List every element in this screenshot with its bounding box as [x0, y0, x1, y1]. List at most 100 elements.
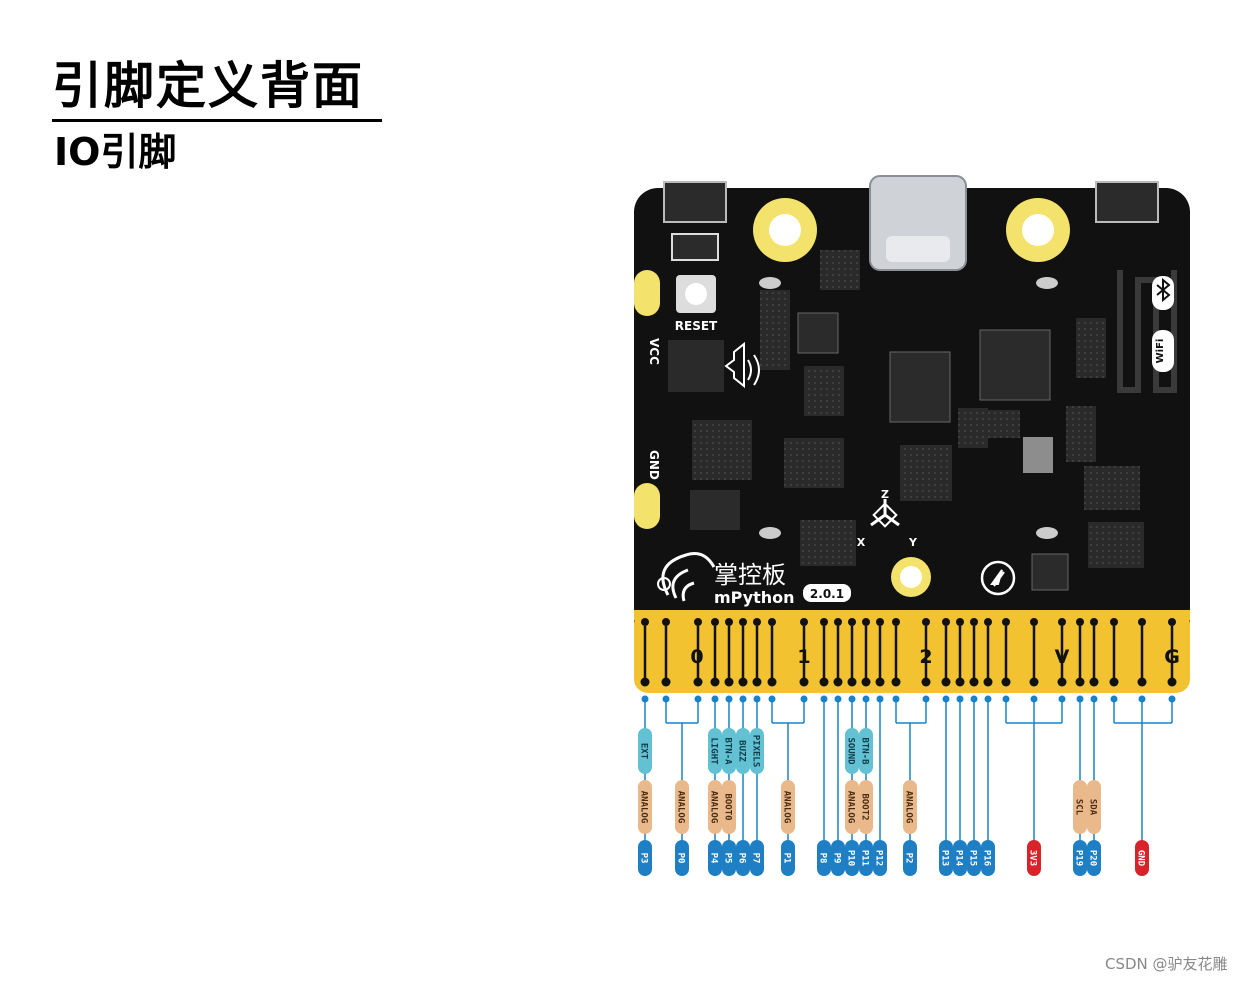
svg-text:3V3: 3V3: [1028, 850, 1038, 866]
svg-text:BTN-A: BTN-A: [723, 737, 733, 765]
analog-tag-p20: SDA: [1087, 780, 1101, 834]
buzzer: [668, 340, 724, 392]
gnd-pad: [634, 483, 660, 529]
pin-tag-p12: P12: [873, 840, 887, 876]
edge-contact: [640, 677, 650, 687]
pin-tags: EXT ANALOG P3 ANALOG P0 LIGHT ANALOG P4 BTN-A BOO…: [638, 728, 1149, 876]
page-title: 引脚定义背面: [52, 57, 364, 115]
svg-text:P6: P6: [737, 853, 747, 864]
edge-contact: [833, 677, 843, 687]
svg-text:P1: P1: [782, 853, 792, 864]
pin-tag-p8: P8: [817, 840, 831, 876]
edge-contact: [819, 677, 829, 687]
title-underline: [52, 119, 382, 122]
watermark: CSDN @驴友花雕: [1105, 955, 1228, 973]
pin-tag-p7: P7: [750, 840, 764, 876]
pin-tag-p15: P15: [967, 840, 981, 876]
board: RESET VCC GND: [634, 175, 1190, 693]
analog-tag-p11: BOOT2: [859, 780, 873, 834]
edge-contact: [752, 677, 762, 687]
brand-en: mPython: [714, 588, 795, 607]
svg-text:P9: P9: [832, 853, 842, 864]
pin-tag-p11: P11: [859, 840, 873, 876]
pin-tag-p3: P3: [638, 840, 652, 876]
edge-contact: [799, 677, 809, 687]
svg-text:ANALOG: ANALOG: [782, 791, 792, 824]
svg-text:P4: P4: [709, 853, 719, 864]
edge-fingers: [640, 618, 1177, 687]
svg-text:PIXELS: PIXELS: [751, 735, 761, 768]
edge-contact: [1075, 677, 1085, 687]
edge-contact: [724, 677, 734, 687]
svg-text:BOOT2: BOOT2: [860, 793, 870, 820]
pin-tag-p13: P13: [939, 840, 953, 876]
svg-text:P11: P11: [860, 850, 870, 866]
svg-text:EXT: EXT: [639, 743, 649, 760]
edge-contact: [941, 677, 951, 687]
svg-text:P3: P3: [639, 853, 649, 864]
edge-label-v: V: [1055, 646, 1070, 668]
svg-text:P13: P13: [940, 850, 950, 866]
wifi-icon: WiFi: [1155, 339, 1166, 364]
pin-tag-p0: P0: [675, 840, 689, 876]
vcc-label: VCC: [647, 338, 661, 365]
edge-contact: [1029, 677, 1039, 687]
analog-tag-p4: ANALOG: [708, 780, 722, 834]
chip-magnetometer: [1031, 553, 1069, 591]
analog-tag-p3: ANALOG: [638, 780, 652, 834]
pin-tag-p2: P2: [903, 840, 917, 876]
edge-contact: [767, 677, 777, 687]
edge-contact: [661, 677, 671, 687]
wifi-badge: [1152, 330, 1174, 372]
edge-contact: [875, 677, 885, 687]
edge-label-g: G: [1164, 646, 1180, 668]
pin-tag-p1: P1: [781, 840, 795, 876]
edge-contact: [955, 677, 965, 687]
svg-text:SOUND: SOUND: [846, 737, 856, 765]
pin-tag-p10: P10: [845, 840, 859, 876]
edge-contact: [1057, 677, 1067, 687]
func-tag-p11: BTN-B: [859, 728, 873, 774]
chip-flash: [889, 351, 951, 423]
edge-contact: [921, 677, 931, 687]
svg-text:P8: P8: [818, 853, 828, 864]
edge-contact: [969, 677, 979, 687]
antenna: [1117, 270, 1177, 393]
func-tag-p3: EXT: [638, 728, 652, 774]
brand-cn: 掌控板: [714, 561, 786, 589]
vcc-pad: [634, 270, 660, 316]
mount-hole-left: [753, 198, 817, 262]
speaker-icon: [724, 341, 760, 389]
accelerometer-icon: [870, 499, 900, 528]
chip-ch340: [797, 312, 839, 354]
mpython-logo: [657, 552, 716, 602]
edge-label-1: 1: [797, 646, 810, 668]
svg-text:P19: P19: [1074, 850, 1084, 866]
edge-contact: [1109, 677, 1119, 687]
svg-text:P7: P7: [751, 853, 761, 864]
svg-text:ANALOG: ANALOG: [846, 791, 856, 824]
edge-contact: [710, 677, 720, 687]
chip-esp32: [979, 329, 1051, 401]
pin-tag-p4: P4: [708, 840, 722, 876]
pin-tag-p16: P16: [981, 840, 995, 876]
svg-text:ANALOG: ANALOG: [904, 791, 914, 824]
pin-tag-p20: P20: [1087, 840, 1101, 876]
svg-text:GND: GND: [1136, 850, 1146, 867]
svg-text:BUZZ: BUZZ: [737, 740, 747, 762]
axis-y-label: Y: [908, 536, 918, 549]
svg-text:LIGHT: LIGHT: [709, 737, 719, 765]
edge-contact: [891, 677, 901, 687]
top-left-switch: [663, 181, 727, 223]
edge-contact: [983, 677, 993, 687]
svg-text:BTN-B: BTN-B: [860, 737, 870, 765]
svg-text:P0: P0: [676, 853, 686, 864]
gnd-label: GND: [647, 450, 661, 480]
edge-contact: [1001, 677, 1011, 687]
svg-text:P10: P10: [846, 850, 856, 866]
svg-text:ANALOG: ANALOG: [676, 791, 686, 824]
bluetooth-icon: [1156, 277, 1171, 303]
svg-text:P14: P14: [954, 850, 964, 867]
board-pinout-diagram: RESET VCC GND: [634, 175, 1190, 876]
analog-tag-p0: ANALOG: [675, 780, 689, 834]
